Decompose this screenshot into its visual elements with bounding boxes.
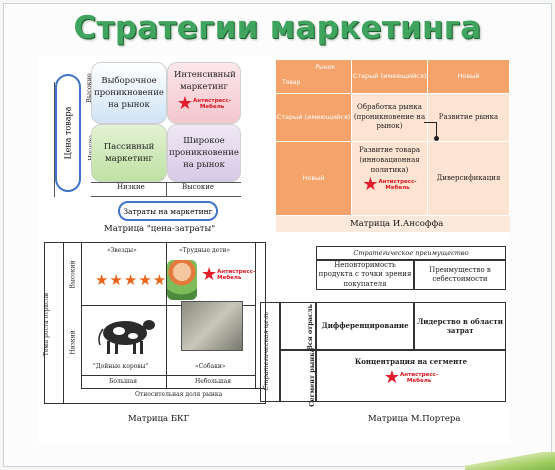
cost-low-label: Низкие <box>117 183 145 191</box>
child-image <box>167 260 197 300</box>
badge-text: Антистресс-Мебель <box>378 179 417 192</box>
bcg-x-axis-label: Относительная доля рынка <box>135 391 223 398</box>
porter-cost-leadership-cell: Лидерство в области затрат <box>414 302 506 350</box>
matrices-sheet: Цена товара Высокие Низкие Выборочное пр… <box>38 56 510 444</box>
dogs-label: «Собаки» <box>195 363 226 370</box>
price-axis-label: Цена товара <box>63 106 73 160</box>
market-processing-cell: Обработка рынка (проникновение на рынок) <box>352 94 428 142</box>
porter-caption: Матрица М.Портера <box>368 414 461 424</box>
red-star-icon: ★ <box>362 174 379 196</box>
bcg-line <box>81 305 255 306</box>
ansoff-arrow-stem <box>436 122 437 137</box>
corner-market-label: Рынок <box>315 64 335 71</box>
cost-high-label: Высокие <box>182 183 215 191</box>
bcg-frame: Темп роста отрасли Высокий Низкий «Звезд… <box>43 242 266 404</box>
badge-text: Антистресс-Мебель <box>400 372 439 385</box>
row-old-header: Старый (имеющийся) <box>276 94 352 142</box>
porter-focus-label: Концентрация на сегменте <box>354 357 468 366</box>
porter-target-box: Стратегическая цель <box>260 302 280 402</box>
stars-icons: ★★★★★ <box>95 271 168 289</box>
bcg-line <box>81 388 265 389</box>
product-development-cell: Развитие товара (инновационная политика)… <box>352 142 428 216</box>
corner-product-label: Товар <box>282 78 301 86</box>
bcg-line <box>166 243 167 388</box>
ansoff-caption: Матрица И.Ансоффа <box>350 219 444 229</box>
porter-whole-industry-label: Вся отрасль <box>305 304 314 351</box>
red-star-icon: ★ <box>176 92 194 114</box>
col-old-header: Старый (имеющийся) <box>352 60 428 94</box>
market-development-cell: Развитие рынка <box>428 94 510 142</box>
bcg-caption: Матрица БКГ <box>128 414 190 424</box>
ansoff-matrix: Рынок Товар Старый (имеющийся) Новый Ста… <box>276 60 510 232</box>
porter-uniqueness-header: Неповторимость продукта с точки зрения п… <box>316 260 414 290</box>
porter-advantage-header: Стратегическое преимущество <box>316 246 506 260</box>
dog-image <box>181 301 243 351</box>
bcg-x-small-label: Небольшая <box>195 378 232 385</box>
bcg-line <box>255 243 256 388</box>
porter-matrix: Стратегическое преимущество Неповторимос… <box>260 246 510 444</box>
selective-penetration-cell: Выборочное проникновение на рынок <box>91 62 167 124</box>
cost-axis-divider <box>166 182 167 196</box>
bcg-matrix: Темп роста отрасли Высокий Низкий «Звезд… <box>38 242 268 442</box>
intensive-marketing-cell: Интенсивный маркетинг ★ Антистресс-Мебел… <box>167 62 241 124</box>
ansoff-arrow-dot <box>434 136 439 141</box>
intensive-marketing-label: Интенсивный маркетинг <box>174 70 236 93</box>
corner-decoration <box>465 452 555 470</box>
bcg-y-axis-label: Темп роста отрасли <box>43 292 51 357</box>
col-new-header: Новый <box>428 60 510 94</box>
row-new-header: Новый <box>276 142 352 216</box>
porter-differentiation-cell: Дифференцирование <box>316 302 414 350</box>
ansoff-corner: Рынок Товар <box>276 60 352 94</box>
red-star-icon: ★ <box>201 264 218 285</box>
porter-low-cost-header: Преимущество в себестоимости <box>414 260 506 290</box>
badge-text: Антистресс-Мебель <box>193 97 232 110</box>
porter-focus-cell: Концентрация на сегменте ★ Антистресс-Ме… <box>316 350 506 402</box>
broad-penetration-cell: Широкое проникновение на рынок <box>167 124 241 182</box>
price-cost-caption: Матрица "цена-затраты" <box>104 224 216 234</box>
porter-whole-industry-box: Вся отрасль <box>280 302 316 351</box>
slide-title: Стратегии маркетинга <box>73 10 482 46</box>
product-development-label: Развитие товара (инновационная политика) <box>358 146 421 174</box>
bcg-x-large-label: Большая <box>109 378 138 385</box>
antistress-badge: ★ Антистресс-Мебель <box>362 174 417 196</box>
passive-marketing-cell: Пассивный маркетинг <box>91 124 167 182</box>
porter-target-label: Стратегическая цель <box>261 312 270 391</box>
antistress-badge: ★ Антистресс-Мебель <box>201 264 256 285</box>
ansoff-grid: Рынок Товар Старый (имеющийся) Новый Ста… <box>276 60 510 216</box>
bcg-line <box>63 243 64 403</box>
bcg-line <box>81 243 82 388</box>
diversification-cell: Диверсификация <box>428 142 510 216</box>
cash-cows-label: "Дойные коровы" <box>93 363 149 370</box>
antistress-badge: ★ Антистресс-Мебель <box>383 367 439 389</box>
ansoff-arrow <box>424 122 436 123</box>
stars-label: «Звезды» <box>107 247 137 254</box>
red-star-icon: ★ <box>383 367 401 389</box>
price-cost-matrix: Цена товара Высокие Низкие Выборочное пр… <box>38 56 273 236</box>
bcg-y-high-label: Высокий <box>69 260 77 289</box>
antistress-badge: ★ Антистресс-Мебель <box>176 92 232 114</box>
price-axis-line <box>54 82 68 197</box>
cow-image <box>98 320 155 354</box>
problem-children-label: «Трудные дети» <box>179 247 231 254</box>
bcg-y-low-label: Низкий <box>69 330 77 355</box>
cost-axis-oval: Затраты на маркетинг <box>118 201 218 221</box>
badge-text: Антистресс-Мебель <box>217 268 256 281</box>
cost-axis-bracket <box>91 196 241 197</box>
porter-segment-box: Сегмент рынка <box>280 348 316 407</box>
price-axis-oval: Цена товара <box>55 74 81 192</box>
bcg-line <box>81 375 255 376</box>
